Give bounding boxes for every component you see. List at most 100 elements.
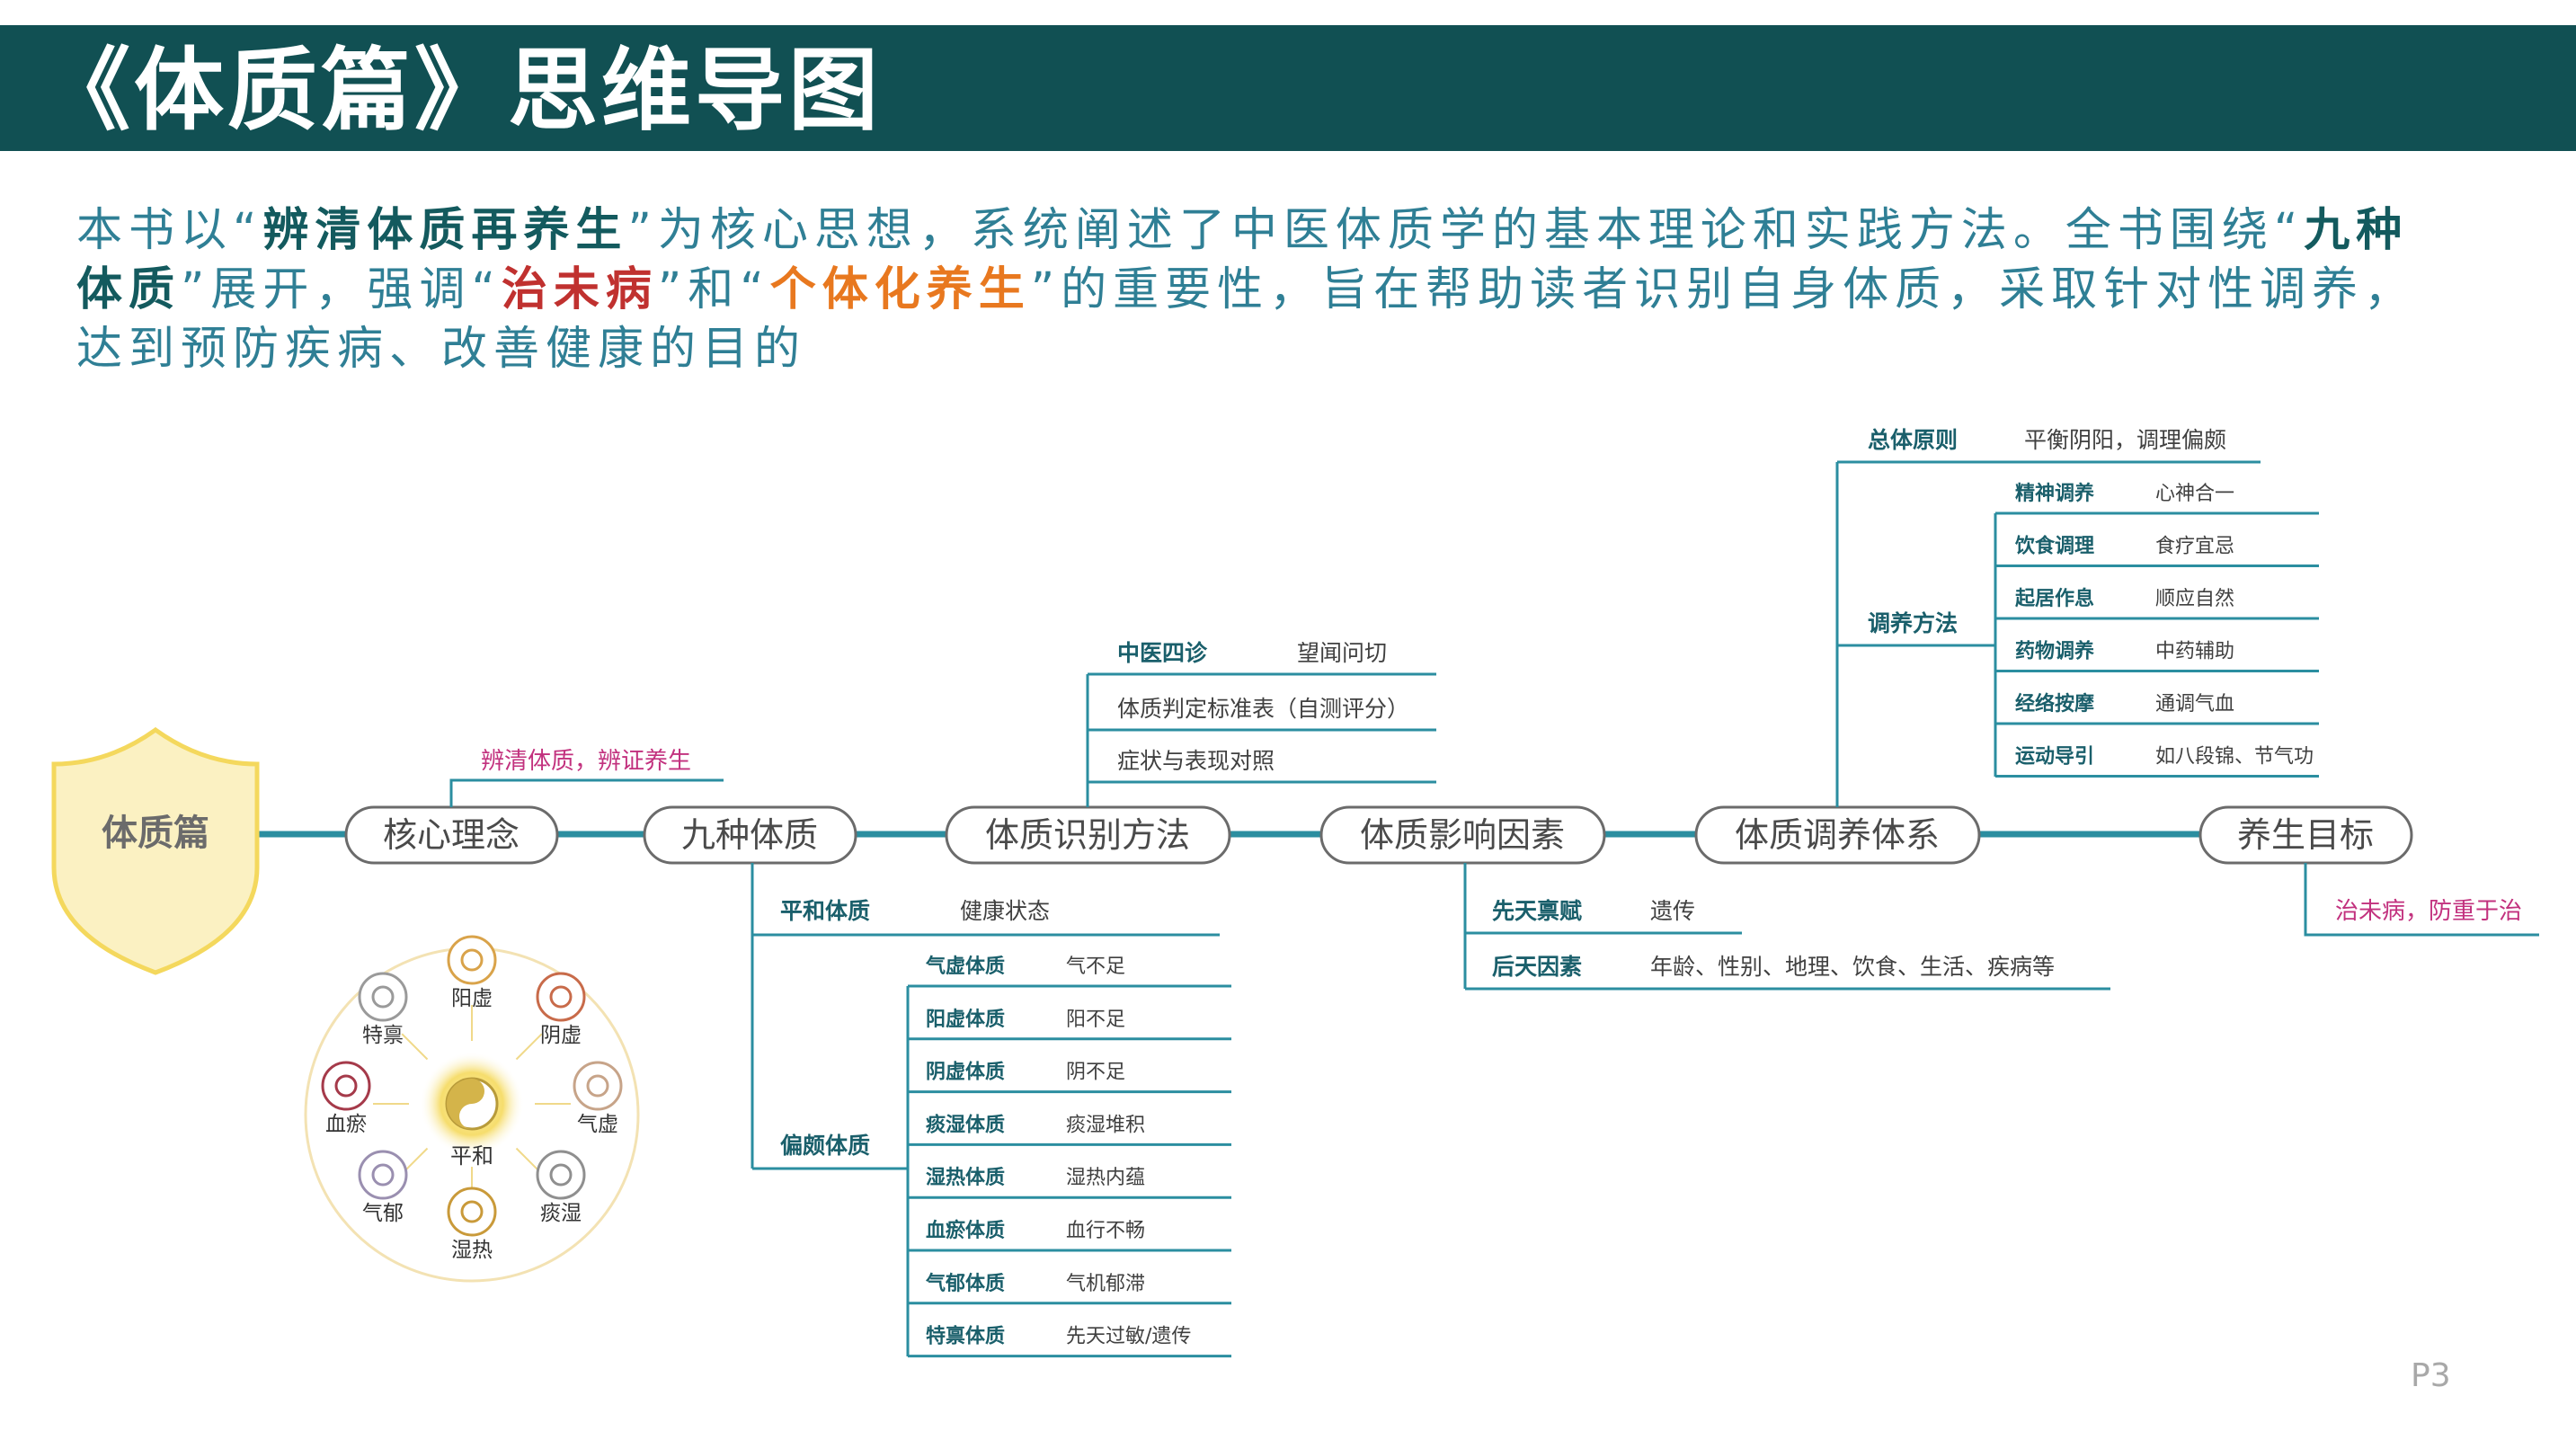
biased-type-item-desc: 痰湿堆积 (1066, 1114, 1145, 1136)
biased-type-item-label: 气虚体质 (925, 955, 1005, 978)
wheel-item-7: 特禀 (358, 972, 408, 1047)
regimen-branch: 总体原则 平衡阴阳，调理偏颇 调养方法 精神调养心神合一饮食调理食疗宜忌起居作息… (1835, 427, 2319, 807)
wheel-item-6: 血瘀 (321, 1061, 371, 1136)
constitution-icon (447, 935, 497, 985)
constitution-icon (573, 1061, 623, 1111)
page-title: 《体质篇》思维导图 (40, 38, 882, 143)
regimen-method-list: 精神调养心神合一饮食调理食疗宜忌起居作息顺应自然药物调养中药辅助经络按摩通调气血… (1995, 482, 2319, 778)
wheel-item-label: 血瘀 (325, 1113, 367, 1136)
intro-paragraph: 本书以“辨清体质再养生”为核心思想，系统阐述了中医体质学的基本理论和实践方法。全… (76, 201, 2449, 379)
biased-type-item-desc: 湿热内蕴 (1066, 1167, 1145, 1189)
regimen-principle-desc: 平衡阴阳，调理偏颇 (2024, 427, 2226, 453)
regimen-method-label: 精神调养 (2015, 482, 2094, 505)
biased-type-item-label: 阳虚体质 (926, 1008, 1005, 1031)
constitution-icon-core (549, 985, 573, 1009)
core-idea-note: 辨清体质，辨证养生 (481, 748, 691, 775)
constitution-icon-core (460, 948, 484, 972)
regimen-method-desc: 顺应自然 (2155, 588, 2234, 610)
biased-type-item-desc: 先天过敏/遗传 (1066, 1326, 1191, 1348)
main-node-nine-types[interactable]: 九种体质 (643, 805, 857, 865)
goal-branch: 治未病，防重于治 (2304, 863, 2539, 937)
biased-type-item-desc: 血行不畅 (1066, 1220, 1145, 1242)
intro-highlight-core: 辨清体质再养生 (262, 204, 628, 257)
regimen-method-label: 经络按摩 (2015, 692, 2094, 716)
biased-type-item-label: 特禀体质 (926, 1325, 1005, 1348)
biased-type-item-label: 血瘀体质 (926, 1219, 1005, 1242)
constitution-icon (321, 1061, 371, 1111)
constitution-icon-core (371, 1163, 395, 1187)
wheel-item-label: 阳虚 (451, 987, 493, 1010)
biased-type-item-desc: 气机郁滞 (1066, 1273, 1145, 1295)
main-node-goal-label: 养生目标 (2237, 815, 2374, 855)
nine-types-branch: 平和体质 健康状态 偏颇体质 气虚体质气不足阳虚体质阳不足阴虚体质阴不足痰湿体质… (751, 863, 1231, 1358)
constitution-icon-core (586, 1074, 609, 1098)
regimen-methods-label: 调养方法 (1868, 610, 1958, 636)
wheel-spoke (515, 1033, 543, 1061)
main-node-core[interactable]: 核心理念 (344, 805, 559, 865)
balanced-type-desc: 健康状态 (960, 898, 1050, 924)
intro-highlight-nine: 九种体质 (76, 204, 2409, 316)
factors-branch: 先天禀赋 遗传 后天因素 年龄、性别、地理、饮食、生活、疾病等 (1463, 863, 2110, 991)
regimen-method-desc: 食疗宜忌 (2155, 536, 2234, 558)
identify-item-four-diagnosis: 中医四诊 (1117, 640, 1208, 666)
regimen-method-label: 运动导引 (2015, 746, 2094, 769)
factors-item-innate: 先天禀赋 (1492, 898, 1582, 924)
intro-text-5: ”的重要性，旨在帮助读者识别自身体质，采取针对性调养，达到预防疾病、改善健康的目… (76, 263, 2417, 376)
wheel-item-label: 气郁 (362, 1202, 404, 1225)
main-node-goal[interactable]: 养生目标 (2198, 805, 2413, 865)
biased-type-item-desc: 阴不足 (1066, 1062, 1125, 1084)
main-node-identify-label: 体质识别方法 (985, 815, 1190, 855)
factors-item-acquired-desc: 年龄、性别、地理、饮食、生活、疾病等 (1650, 954, 2055, 980)
identify-branch: 中医四诊 望闻问切 体质判定标准表（自测评分） 症状与表现对照 (1086, 640, 1436, 807)
intro-text-1: 本书以“ (76, 204, 263, 257)
wheel-item-label: 阴虚 (540, 1024, 582, 1047)
constitution-icon (536, 972, 586, 1022)
main-node-identify[interactable]: 体质识别方法 (945, 805, 1231, 865)
wheel-item-1: 阴虚 (536, 972, 586, 1047)
main-node-regimen[interactable]: 体质调养体系 (1694, 805, 1981, 865)
biased-type-item-desc: 气不足 (1066, 956, 1125, 978)
identify-item-standard-table: 体质判定标准表（自测评分） (1117, 696, 1409, 722)
main-node-factors-label: 体质影响因素 (1360, 815, 1565, 855)
goal-note: 治未病，防重于治 (2335, 898, 2522, 925)
wheel-item-2: 气虚 (573, 1061, 623, 1136)
constitution-icon (536, 1150, 586, 1200)
constitution-icon-core (334, 1074, 358, 1098)
yin-yang-icon (445, 1077, 499, 1131)
factors-item-innate-desc: 遗传 (1650, 898, 1695, 924)
wheel-item-label: 特禀 (362, 1024, 404, 1047)
main-node-regimen-label: 体质调养体系 (1735, 815, 1940, 855)
intro-highlight-prevent: 治未病 (501, 263, 658, 316)
biased-type-item-label: 气郁体质 (925, 1272, 1005, 1295)
regimen-method-desc: 心神合一 (2155, 483, 2234, 505)
intro-highlight-individual: 个体化养生 (769, 263, 1031, 316)
regimen-method-label: 饮食调理 (2014, 535, 2094, 558)
wheel-item-3: 痰湿 (536, 1150, 586, 1225)
root-shield: 体质篇 (51, 726, 260, 975)
title-bar: 《体质篇》思维导图 (0, 25, 2576, 151)
main-node-core-label: 核心理念 (383, 815, 520, 855)
root-label: 体质篇 (102, 813, 209, 854)
regimen-method-desc: 通调气血 (2155, 693, 2234, 716)
identify-item-symptom-compare: 症状与表现对照 (1117, 748, 1275, 774)
constitution-icon-core (460, 1200, 484, 1223)
wheel-item-5: 气郁 (358, 1150, 408, 1225)
biased-type-item-desc: 阳不足 (1066, 1009, 1125, 1031)
factors-item-acquired: 后天因素 (1492, 954, 1582, 980)
biased-type-item-label: 痰湿体质 (926, 1113, 1005, 1136)
biased-type-label: 偏颇体质 (780, 1133, 870, 1159)
main-node-factors[interactable]: 体质影响因素 (1319, 805, 1606, 865)
constitution-icon (447, 1187, 497, 1237)
intro-text-2: ”为核心思想，系统阐述了中医体质学的基本理论和实践方法。全书围绕“ (627, 204, 2305, 257)
constitution-icon (358, 1150, 408, 1200)
constitution-icon (358, 972, 408, 1022)
main-node-nine-types-label: 九种体质 (681, 815, 818, 855)
wheel-item-label: 痰湿 (540, 1202, 582, 1225)
regimen-method-label: 起居作息 (2014, 587, 2094, 610)
page-number: P3 (2411, 1357, 2451, 1394)
biased-type-list: 气虚体质气不足阳虚体质阳不足阴虚体质阴不足痰湿体质痰湿堆积湿热体质湿热内蕴血瘀体… (908, 955, 1231, 1358)
wheel-item-label: 湿热 (451, 1239, 493, 1262)
wheel-spoke (401, 1033, 429, 1061)
